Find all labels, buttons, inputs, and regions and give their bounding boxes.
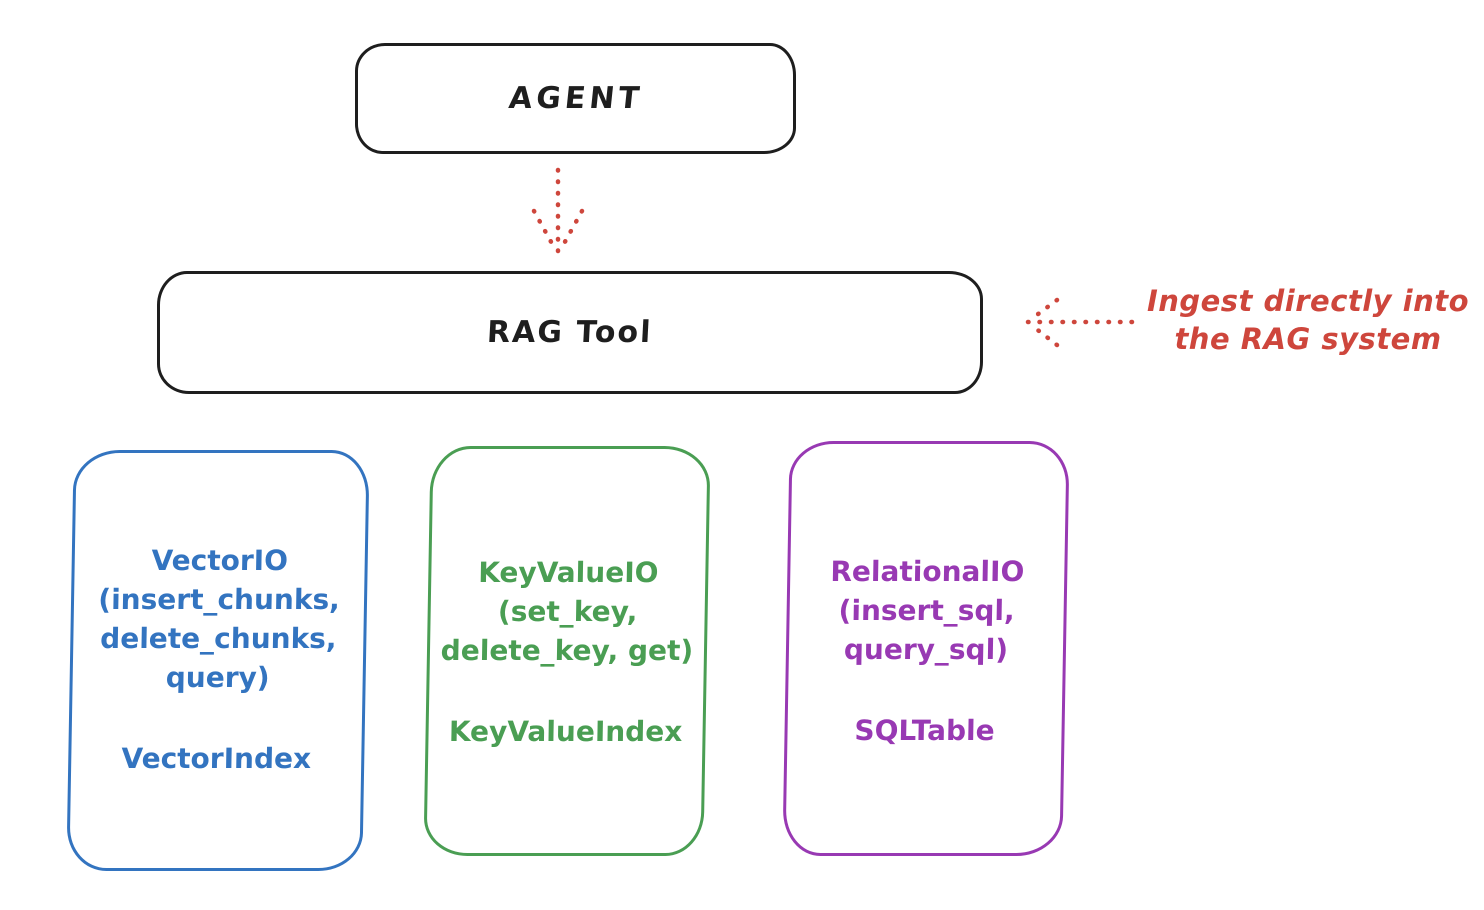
sql-table-label: SQLTable [854,714,995,747]
dotted-arrow-left-icon [1025,297,1135,348]
card-line: (insert_chunks, [98,583,341,616]
card-line: query_sql) [843,633,1009,666]
card-line: delete_chunks, [99,622,337,655]
vector-index-label: VectorIndex [121,742,312,775]
ingest-annotation-line1: Ingest directly into [1146,284,1470,318]
agent-node: AGENT [355,43,796,154]
vector-io-methods: VectorIO (insert_chunks, delete_chunks, … [97,541,341,697]
rag-tool-label: RAG Tool [486,315,654,350]
card-line: VectorIO [151,544,289,577]
agent-label: AGENT [506,81,645,116]
spacer [217,697,218,739]
relational-io-methods: RelationalIO (insert_sql, query_sql) [829,552,1025,669]
dotted-arrow-down-icon [531,167,585,254]
card-line: RelationalIO [830,555,1025,588]
ingest-annotation: Ingest directly into the RAG system [1138,282,1478,358]
keyvalue-io-card: KeyValueIO (set_key, delete_key, get) Ke… [423,446,711,856]
keyvalue-io-methods: KeyValueIO (set_key, delete_key, get) [440,553,695,670]
card-line: (insert_sql, [838,594,1015,627]
card-line: KeyValueIO [477,556,659,589]
vector-io-card: VectorIO (insert_chunks, delete_chunks, … [66,450,370,871]
card-line: (set_key, [497,595,638,628]
rag-tool-node: RAG Tool [157,271,983,394]
spacer [925,669,926,711]
card-line: query) [165,661,270,694]
ingest-annotation-line2: the RAG system [1174,322,1442,356]
keyvalue-index-label: KeyValueIndex [448,715,683,748]
spacer [566,670,567,712]
relational-io-card: RelationalIO (insert_sql, query_sql) SQL… [782,441,1070,856]
card-line: delete_key, get) [440,634,694,667]
